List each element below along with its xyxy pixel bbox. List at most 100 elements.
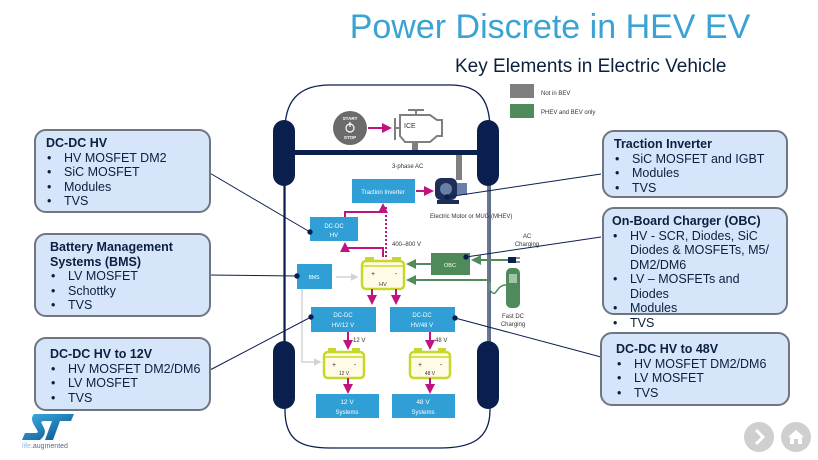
- wheel-rear-left: [273, 341, 295, 409]
- svg-text:AC: AC: [523, 234, 532, 240]
- electric-motor-icon: [435, 178, 467, 204]
- svg-text:-: -: [440, 362, 443, 369]
- callout-dcdc-48v: DC-DC HV to 48V HV MOSFET DM2/DM6 LV MOS…: [600, 332, 790, 406]
- next-slide-button[interactable]: [744, 422, 774, 452]
- svg-text:START: START: [343, 116, 358, 121]
- callout-item: LV MOSFET: [50, 269, 201, 284]
- svg-text:-: -: [395, 271, 398, 278]
- svg-text:+: +: [332, 362, 336, 369]
- callout-item: SiC MOSFET and IGBT: [614, 152, 778, 167]
- three-phase-label: 3-phase AC: [392, 164, 424, 170]
- front-axle: [290, 150, 485, 155]
- callout-item: TVS: [616, 386, 780, 401]
- callout-item: LV MOSFET: [616, 371, 780, 386]
- hv-voltage-label: 400–800 V: [392, 242, 421, 248]
- callout-title: Battery Management Systems (BMS): [50, 240, 173, 269]
- dcdc-12v-block: [311, 307, 376, 332]
- svg-text:STOP: STOP: [344, 135, 356, 140]
- legend-swatch-phev-bev: [510, 104, 534, 118]
- callout-item: LV MOSFET: [50, 376, 201, 391]
- ac-plug-icon: [508, 257, 520, 263]
- chevron-right-icon: [754, 428, 766, 446]
- callout-item: HV - SCR, Diodes, SiC Diodes & MOSFETs, …: [612, 229, 778, 273]
- callout-item: LV – MOSFETs and Diodes: [612, 272, 778, 301]
- wheel-front-left: [273, 120, 295, 186]
- wheel-front-right: [477, 120, 499, 186]
- callout-leader-lines: [207, 171, 602, 371]
- callout-item: HV MOSFET DM2/DM6: [616, 357, 780, 372]
- dcdc-48v-block: [390, 307, 455, 332]
- callout-item: SiC MOSFET: [46, 165, 201, 180]
- motor-label: Electric Motor or MUG (MHEV): [430, 214, 512, 220]
- st-logo-tagline: life.augmented: [22, 443, 68, 450]
- callout-dcdc-12v: DC-DC HV to 12V HV MOSFET DM2/DM6 LV MOS…: [34, 337, 211, 411]
- page-subtitle: Key Elements in Electric Vehicle: [455, 56, 727, 77]
- svg-text:Fast DC: Fast DC: [502, 314, 525, 320]
- svg-text:Charging: Charging: [515, 242, 539, 248]
- bms-block: [297, 264, 332, 289]
- svg-text:-: -: [354, 362, 357, 369]
- callout-item: TVS: [46, 194, 201, 209]
- obc-block: [431, 253, 470, 275]
- svg-text:OBC: OBC: [444, 263, 456, 269]
- start-stop-button-icon: [333, 111, 367, 145]
- svg-text:12 V: 12 V: [339, 371, 350, 377]
- ice-label: ICE: [404, 123, 416, 130]
- car-body-outline: [284, 84, 491, 449]
- systems-48v-block: [392, 394, 455, 418]
- svg-text:Charging: Charging: [501, 322, 525, 328]
- callout-title: DC-DC HV: [46, 136, 108, 150]
- svg-text:DC-DC: DC-DC: [324, 224, 344, 230]
- callout-dcdc-hv: DC-DC HV HV MOSFET DM2 SiC MOSFET Module…: [34, 129, 211, 213]
- callout-title: Traction Inverter: [614, 137, 712, 151]
- home-button[interactable]: [781, 422, 811, 452]
- svg-text:Traction Inverter: Traction Inverter: [361, 190, 404, 196]
- svg-text:12 V: 12 V: [340, 399, 354, 406]
- traction-inverter-block: [352, 179, 415, 203]
- callout-item: TVS: [50, 391, 201, 406]
- callout-item: TVS: [614, 181, 778, 196]
- svg-text:48 V: 48 V: [416, 399, 430, 406]
- svg-text:HV/48 V: HV/48 V: [411, 323, 433, 329]
- legend-label-phev-bev: PHEV and BEV only: [541, 110, 595, 116]
- engine-icon: [394, 109, 443, 143]
- battery-12v-icon: [322, 348, 366, 380]
- callout-item: TVS: [612, 316, 778, 331]
- legend-swatch-not-in-bev: [510, 84, 534, 98]
- callout-item: Schottky: [50, 284, 201, 299]
- callout-obc: On-Board Charger (OBC) HV - SCR, Diodes,…: [602, 207, 788, 330]
- svg-text:DC-DC: DC-DC: [333, 313, 353, 319]
- svg-text:Systems: Systems: [335, 410, 358, 416]
- callout-title: DC-DC HV to 48V: [616, 342, 719, 356]
- svg-text:+: +: [418, 362, 422, 369]
- svg-text:Systems: Systems: [411, 410, 434, 416]
- dcdc-hv-block: [310, 217, 358, 241]
- wheel-rear-right: [477, 341, 499, 409]
- svg-text:48 V: 48 V: [435, 338, 447, 344]
- svg-text:HV: HV: [330, 233, 338, 239]
- hv-battery-icon: [360, 257, 406, 291]
- callout-item: TVS: [50, 298, 201, 313]
- systems-12v-block: [316, 394, 379, 418]
- svg-text:48 V: 48 V: [425, 371, 436, 377]
- callout-item: Modules: [46, 180, 201, 195]
- svg-text:DC-DC: DC-DC: [412, 313, 432, 319]
- callout-title: DC-DC HV to 12V: [50, 347, 153, 361]
- callout-item: Modules: [612, 301, 778, 316]
- callout-item: HV MOSFET DM2: [46, 151, 201, 166]
- home-icon: [788, 430, 804, 444]
- callout-title: On-Board Charger (OBC): [612, 214, 761, 228]
- fast-dc-charger-icon: [489, 268, 520, 308]
- svg-text:HV: HV: [379, 282, 387, 288]
- svg-text:12 V: 12 V: [353, 338, 365, 344]
- svg-text:+: +: [371, 271, 375, 278]
- callout-traction-inverter: Traction Inverter SiC MOSFET and IGBT Mo…: [602, 130, 788, 198]
- callout-item: Modules: [614, 166, 778, 181]
- svg-text:HV/12 V: HV/12 V: [332, 323, 354, 329]
- callout-item: HV MOSFET DM2/DM6: [50, 362, 201, 377]
- legend-label-not-in-bev: Not in BEV: [541, 91, 570, 97]
- svg-text:BMS: BMS: [309, 275, 321, 281]
- st-logo: [22, 414, 74, 440]
- callout-bms: Battery Management Systems (BMS) LV MOSF…: [34, 233, 211, 317]
